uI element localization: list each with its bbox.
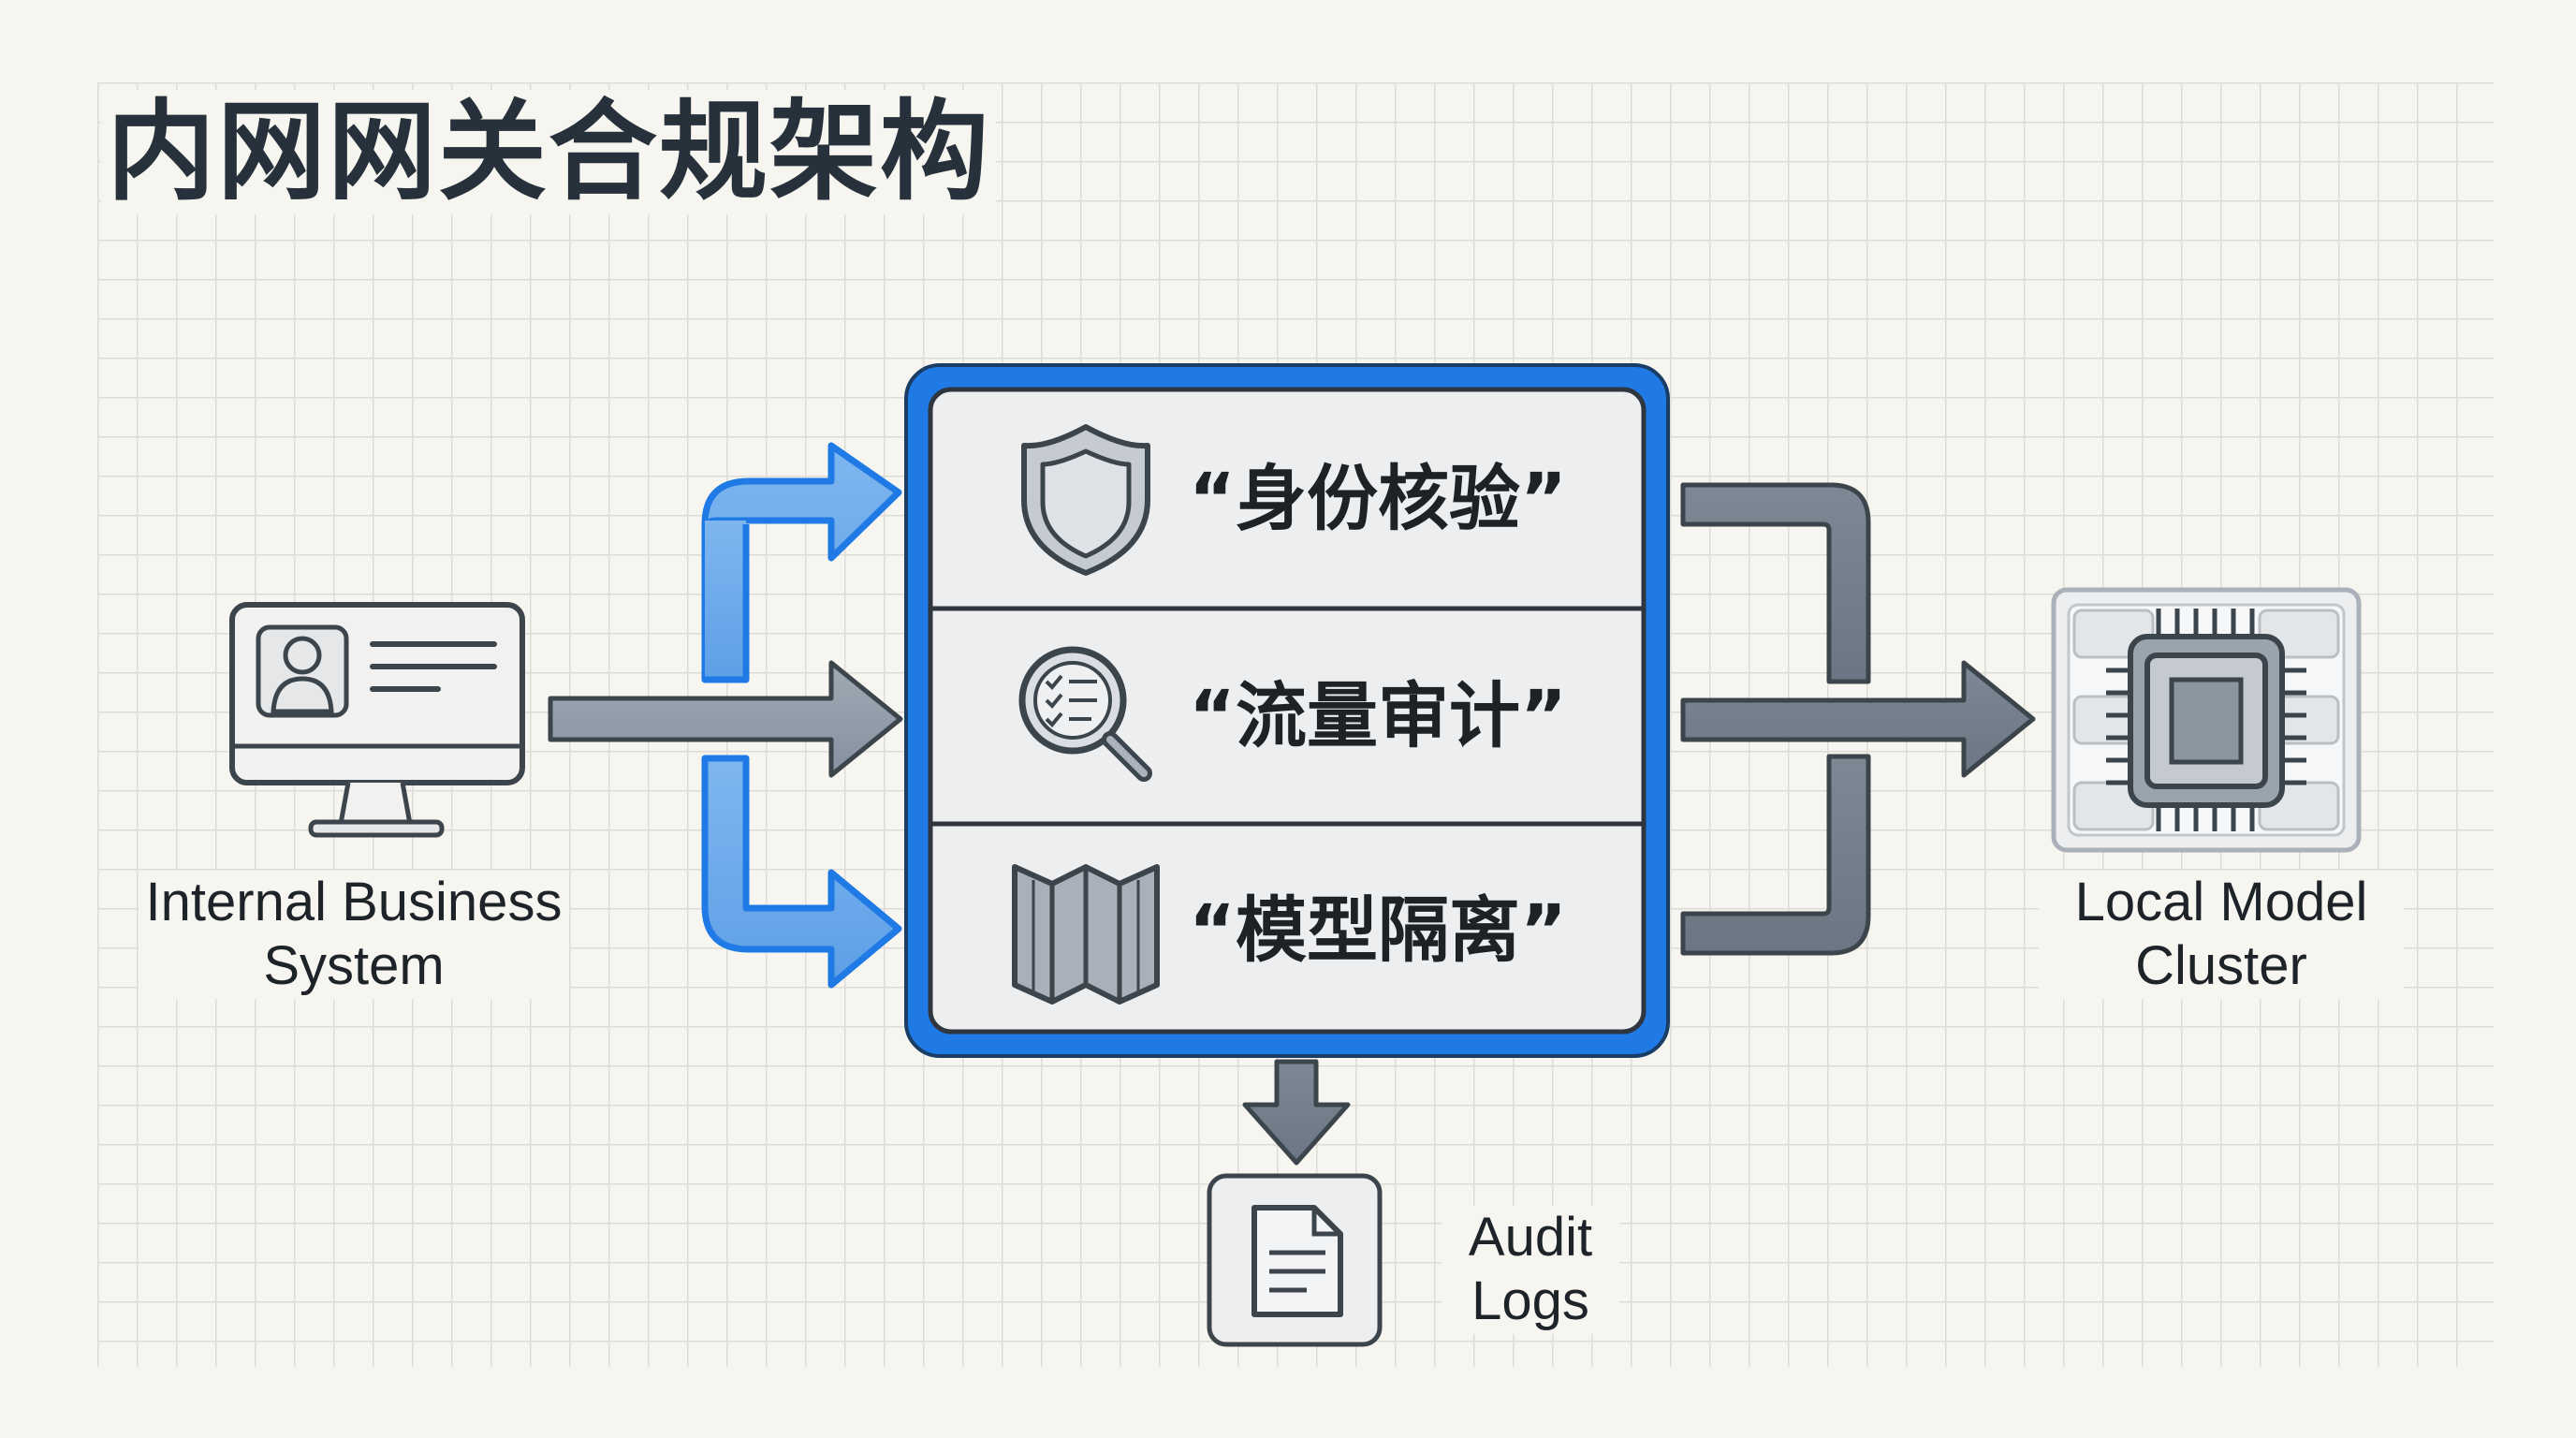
partition-map-icon bbox=[1012, 864, 1160, 1005]
chip-icon bbox=[2051, 587, 2362, 853]
gateway-row-traffic-audit: “流量审计” bbox=[1189, 674, 1567, 757]
page-title: 内网网关合规架构 bbox=[101, 90, 996, 214]
target-node-label: Local Model Cluster bbox=[2039, 871, 2404, 999]
audit-label-line2: Logs bbox=[1471, 1270, 1589, 1332]
target-label-line2: Cluster bbox=[2135, 935, 2307, 997]
document-icon bbox=[1207, 1173, 1383, 1347]
audit-label-line1: Audit bbox=[1468, 1207, 1593, 1268]
source-label-line1: Internal Business bbox=[145, 872, 563, 932]
arrow-gateway-to-cluster-main bbox=[1680, 660, 2036, 778]
gateway-row-model-isolation: “模型隔离” bbox=[1189, 888, 1567, 972]
audit-logs-label: Audit Logs bbox=[1442, 1206, 1619, 1334]
arrow-gateway-to-cluster-top bbox=[1680, 482, 1871, 684]
arrow-gateway-to-cluster-bottom bbox=[1680, 754, 1871, 956]
arrow-gateway-to-audit-logs bbox=[1242, 1059, 1351, 1166]
source-label-line2: System bbox=[263, 935, 445, 997]
magnifier-checklist-icon bbox=[1018, 646, 1152, 782]
arrow-to-model-isolation bbox=[701, 755, 902, 989]
gateway-row-identity-check: “身份核验” bbox=[1189, 457, 1567, 540]
monitor-profile-icon bbox=[229, 602, 525, 838]
target-label-line1: Local Model bbox=[2074, 872, 2368, 932]
arrow-source-to-gateway bbox=[548, 660, 903, 778]
source-node-label: Internal Business System bbox=[139, 871, 569, 999]
shield-icon bbox=[1021, 424, 1150, 576]
